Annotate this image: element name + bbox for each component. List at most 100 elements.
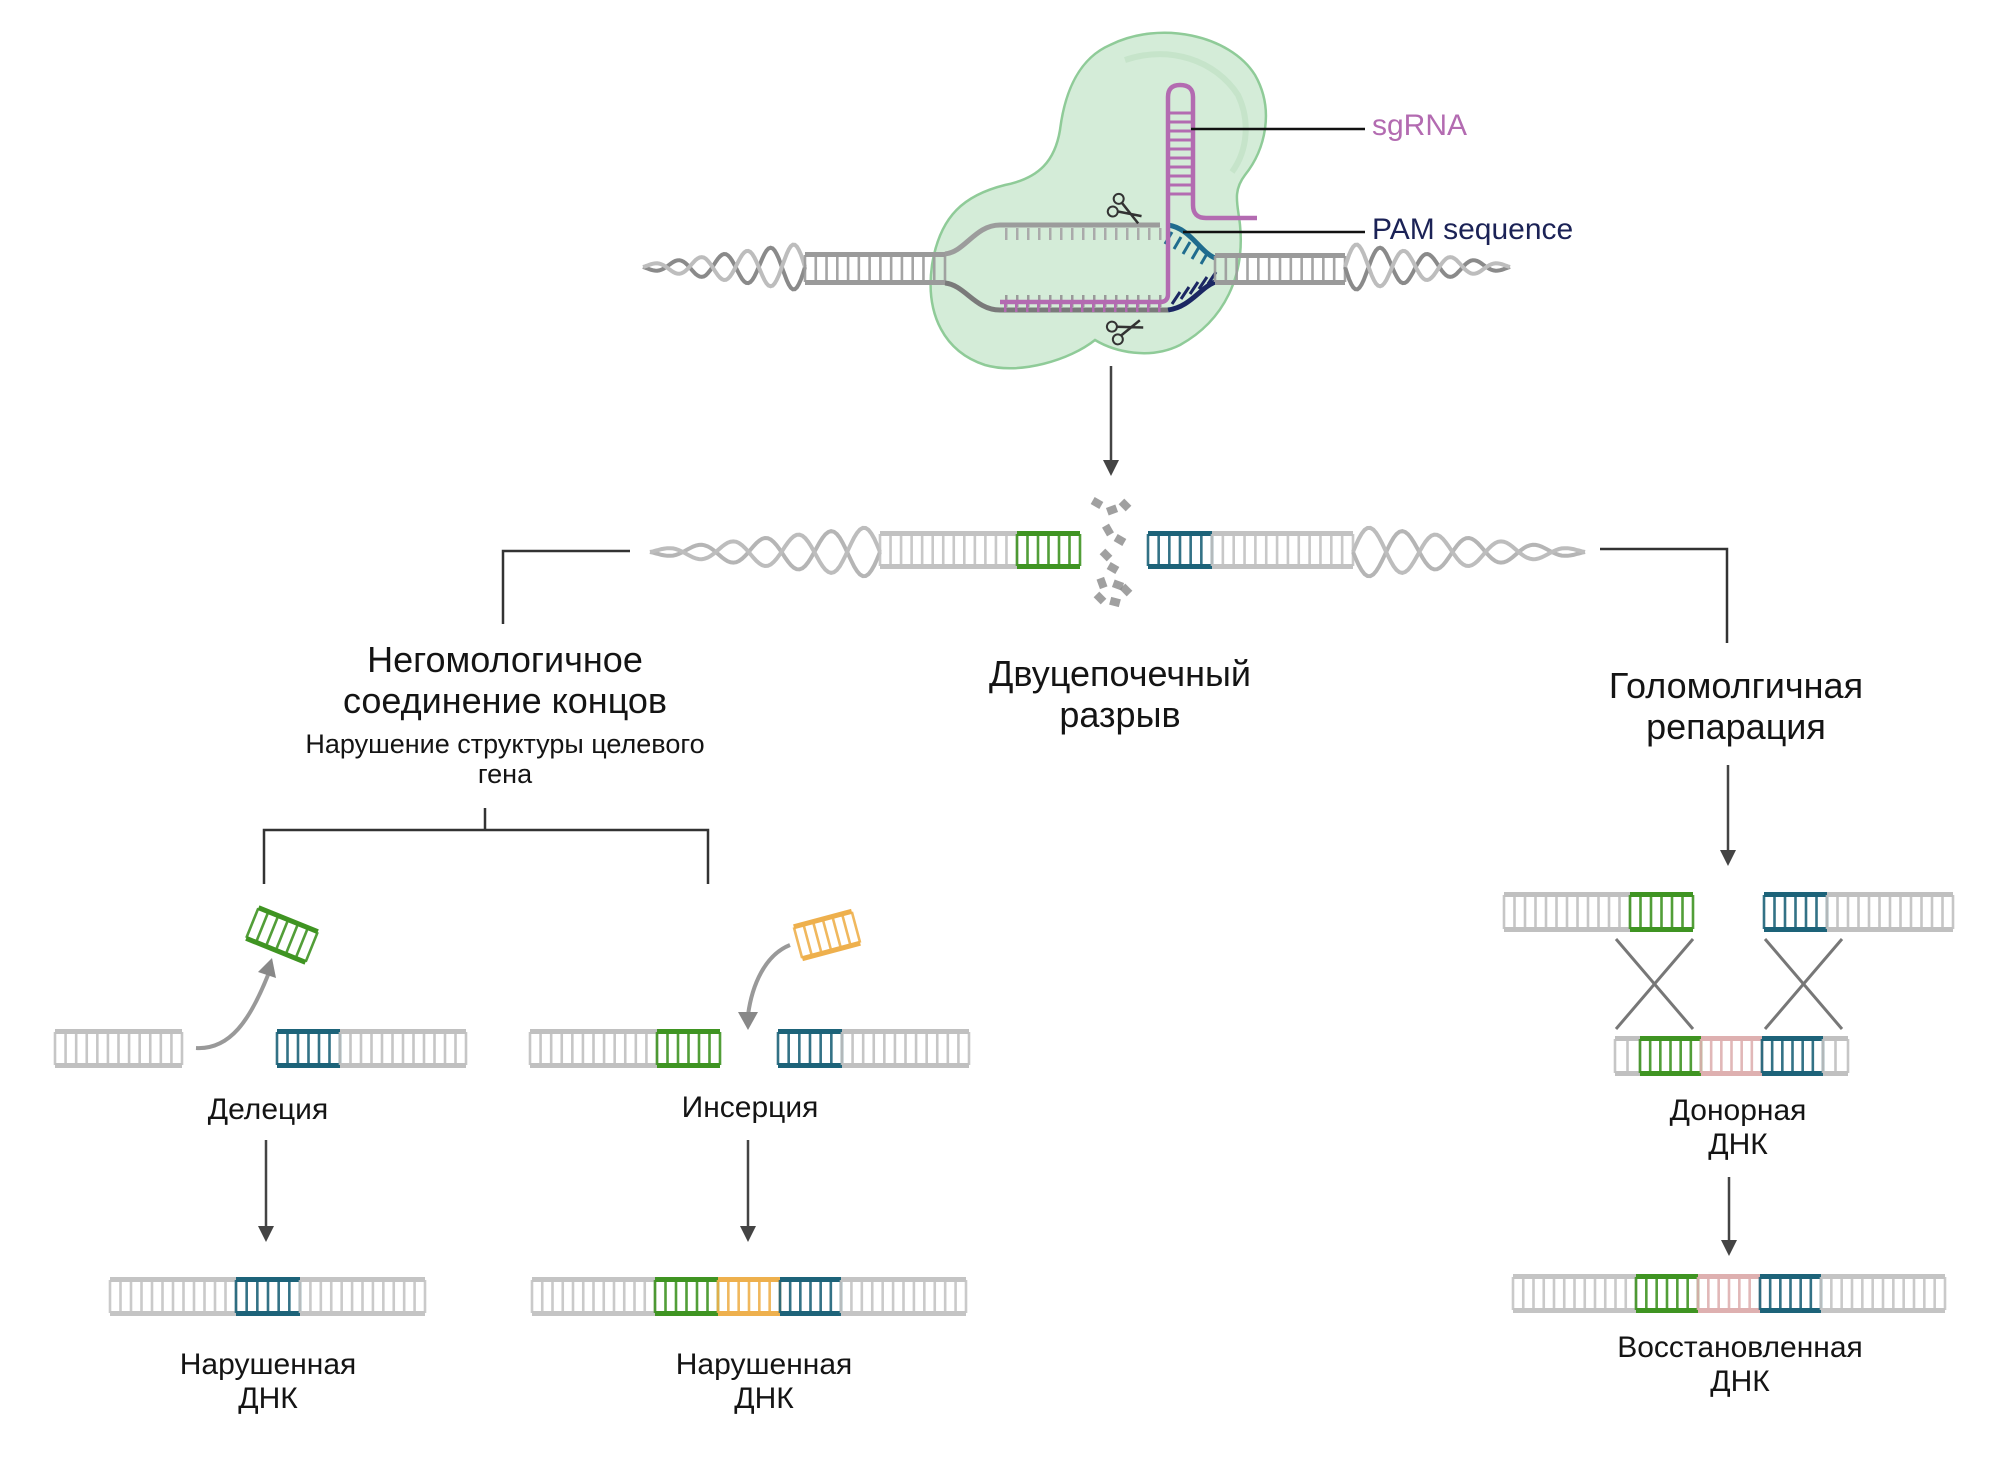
dna-helix-icon (1343, 242, 1511, 292)
donor-flank-right (1821, 1036, 1850, 1076)
teal-block (1758, 1274, 1823, 1313)
dna-duplex-left (803, 252, 947, 285)
green-block (653, 1277, 720, 1316)
green-dna-end (1015, 531, 1082, 569)
dna-helix-icon (642, 242, 807, 292)
orange-fragment (792, 908, 862, 962)
curved-arrow-icon (195, 958, 276, 1051)
dna-fragment (1099, 548, 1113, 562)
green-dna-end (1628, 892, 1695, 932)
insert-orange-fragment (792, 908, 862, 962)
nhej-subtitle-line2: гена (477, 758, 533, 789)
insertion-label: Инсерция (681, 1091, 819, 1124)
connector-right (1600, 547, 1729, 643)
restored-line2: ДНК (1710, 1364, 1770, 1398)
dna-left (108, 1277, 238, 1316)
teal-dna-end (1762, 892, 1829, 932)
donor-green (1638, 1036, 1703, 1076)
break-title: Двуцепочечный разрыв (989, 653, 1251, 735)
dna-left-end (53, 1029, 184, 1068)
arrow-down-icon (740, 1140, 756, 1242)
nhej-title-line1: Негомологичное (367, 639, 643, 680)
dna-fragment (1118, 498, 1132, 512)
scissors-icon (1105, 319, 1144, 346)
hdr-diagram (1502, 892, 1955, 1313)
dna-right (1819, 1274, 1947, 1313)
nhej-subtitle: Нарушение структуры целевого гена (305, 729, 705, 789)
dna-fragment (1113, 534, 1127, 546)
orange-block (716, 1277, 782, 1316)
deletion-result-line2: ДНК (238, 1381, 298, 1415)
dna-fragment (1111, 579, 1125, 591)
arrow-down-icon (1721, 1177, 1737, 1256)
sgrna-label: sgRNA (1372, 109, 1468, 142)
green-dna-end (655, 1029, 722, 1068)
deletion-diagram (53, 905, 468, 1316)
double-strand-break-dna (649, 525, 1586, 579)
pam-label: PAM sequence (1372, 213, 1574, 246)
donor-flank-left (1613, 1036, 1642, 1076)
dna-duplex-left (878, 531, 1019, 569)
dna-right (298, 1277, 427, 1316)
donor-line1: Донорная (1669, 1094, 1807, 1127)
crossover-lines (1614, 938, 1844, 1030)
dna-right (840, 1029, 971, 1068)
break-title-line2: разрыв (1059, 693, 1181, 735)
restored-line1: Восстановленная (1617, 1331, 1863, 1364)
hdr-title-line2: репарация (1646, 705, 1826, 747)
nhej-subtitle-line1: Нарушение структуры целевого (305, 729, 705, 759)
hdr-title-line1: Голомолгичная (1608, 665, 1864, 706)
insertion-diagram (528, 908, 971, 1316)
insertion-result-label: Нарушенная ДНК (676, 1348, 853, 1416)
excised-green-fragment (245, 905, 319, 965)
insertion-result-line1: Нарушенная (675, 1348, 853, 1381)
pam-strand-top (1167, 222, 1217, 261)
curved-arrow-icon (738, 943, 791, 1030)
green-fragment (245, 905, 319, 965)
break-title-line1: Двуцепочечный (989, 653, 1251, 694)
deletion-result-label: Нарушенная ДНК (180, 1348, 357, 1416)
insertion-result-line2: ДНК (734, 1381, 794, 1415)
connector-left (501, 549, 630, 624)
dna-fragment (1106, 562, 1120, 574)
teal-block (234, 1277, 302, 1316)
dna-left (528, 1029, 659, 1068)
arrow-down-icon (1103, 366, 1119, 476)
arrow-down-icon (1720, 765, 1736, 866)
dna-left (530, 1277, 657, 1316)
dna-helix-icon (1351, 525, 1586, 579)
dna-right (839, 1277, 968, 1316)
pink-block (1696, 1274, 1762, 1313)
nhej-bracket (262, 828, 710, 884)
teal-block (778, 1277, 843, 1316)
donor-line2: ДНК (1708, 1127, 1768, 1161)
donor-teal (1760, 1036, 1825, 1076)
teal-dna-end (1146, 531, 1214, 569)
donor-pink (1699, 1036, 1764, 1076)
deletion-result-line1: Нарушенная (179, 1348, 357, 1381)
pam-strand-bottom (1167, 279, 1217, 313)
dna-fragment (1105, 504, 1119, 516)
cas9-protein-icon (929, 31, 1268, 370)
dna-fragment (1119, 583, 1133, 597)
teal-dna-end (776, 1029, 844, 1068)
dna-right-end (338, 1029, 468, 1068)
hdr-title: Голомолгичная репарация (1608, 665, 1864, 747)
scissors-icon (1106, 192, 1142, 225)
green-block (1634, 1274, 1700, 1313)
dna-helix-icon (649, 525, 882, 579)
dna-fragment (1093, 591, 1107, 605)
dna-fragment (1090, 497, 1104, 509)
restored-dna-label: Восстановленная ДНК (1617, 1331, 1863, 1399)
dna-fragment (1096, 576, 1108, 590)
teal-dna-end (275, 1029, 342, 1068)
target-dna (642, 222, 1511, 313)
deletion-label: Делеция (207, 1093, 329, 1126)
dna-fragment (1102, 523, 1114, 537)
sgrna-icon (1000, 82, 1257, 312)
dna-fragment (1109, 596, 1121, 608)
dna-left (1511, 1274, 1638, 1313)
dna-duplex-right (1210, 531, 1355, 569)
donor-dna-label: Донорная ДНК (1670, 1094, 1807, 1162)
